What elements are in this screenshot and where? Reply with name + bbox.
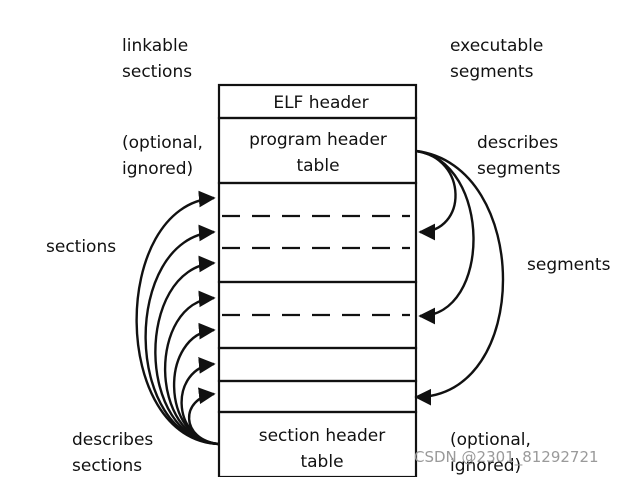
section-group-1 xyxy=(217,181,418,284)
describes-segments-arrows xyxy=(414,149,505,406)
elf-header-label: ELF header xyxy=(273,93,368,113)
text-line: sections xyxy=(72,456,142,476)
arrow xyxy=(415,149,475,325)
text-line: linkable xyxy=(122,36,188,56)
section-block-b xyxy=(217,379,418,414)
text-line: describes xyxy=(477,133,558,153)
dashed-separators xyxy=(222,214,410,317)
text-line: ELF header xyxy=(273,93,368,113)
sections-label: sections xyxy=(46,237,116,257)
optional-ignored-right-label: (optional, ignored) xyxy=(450,430,531,476)
segments-label: segments xyxy=(527,255,611,275)
text-line: executable xyxy=(450,36,543,56)
watermark-text: CSDN @2301_81292721 xyxy=(414,448,599,467)
text-line: sections xyxy=(122,62,192,82)
arrow xyxy=(414,149,505,406)
elf-file-stack xyxy=(217,83,418,477)
text-line: ignored) xyxy=(122,159,193,179)
text-line: table xyxy=(300,452,343,472)
text-line: segments xyxy=(450,62,534,82)
section-header-table-label: section header table xyxy=(259,426,386,472)
program-header-table-label: program header table xyxy=(249,130,387,176)
describes-segments-label: describes segments xyxy=(477,133,561,179)
section-header-table-block xyxy=(217,410,418,477)
text-line: program header xyxy=(249,130,387,150)
text-line: (optional, xyxy=(122,133,203,153)
linkable-sections-label: linkable sections xyxy=(122,36,192,82)
text-line: section header xyxy=(259,426,386,446)
text-line: segments xyxy=(477,159,561,179)
text-line: describes xyxy=(72,430,153,450)
arrow xyxy=(187,387,220,446)
text-line: table xyxy=(296,156,339,176)
executable-segments-label: executable segments xyxy=(450,36,543,82)
text-line: ignored) xyxy=(450,456,521,476)
optional-ignored-left-label: (optional, ignored) xyxy=(122,133,203,179)
section-block-a xyxy=(217,346,418,383)
text-line: (optional, xyxy=(450,430,531,450)
describes-sections-label: describes sections xyxy=(72,430,153,476)
describes-sections-arrows xyxy=(135,190,220,446)
